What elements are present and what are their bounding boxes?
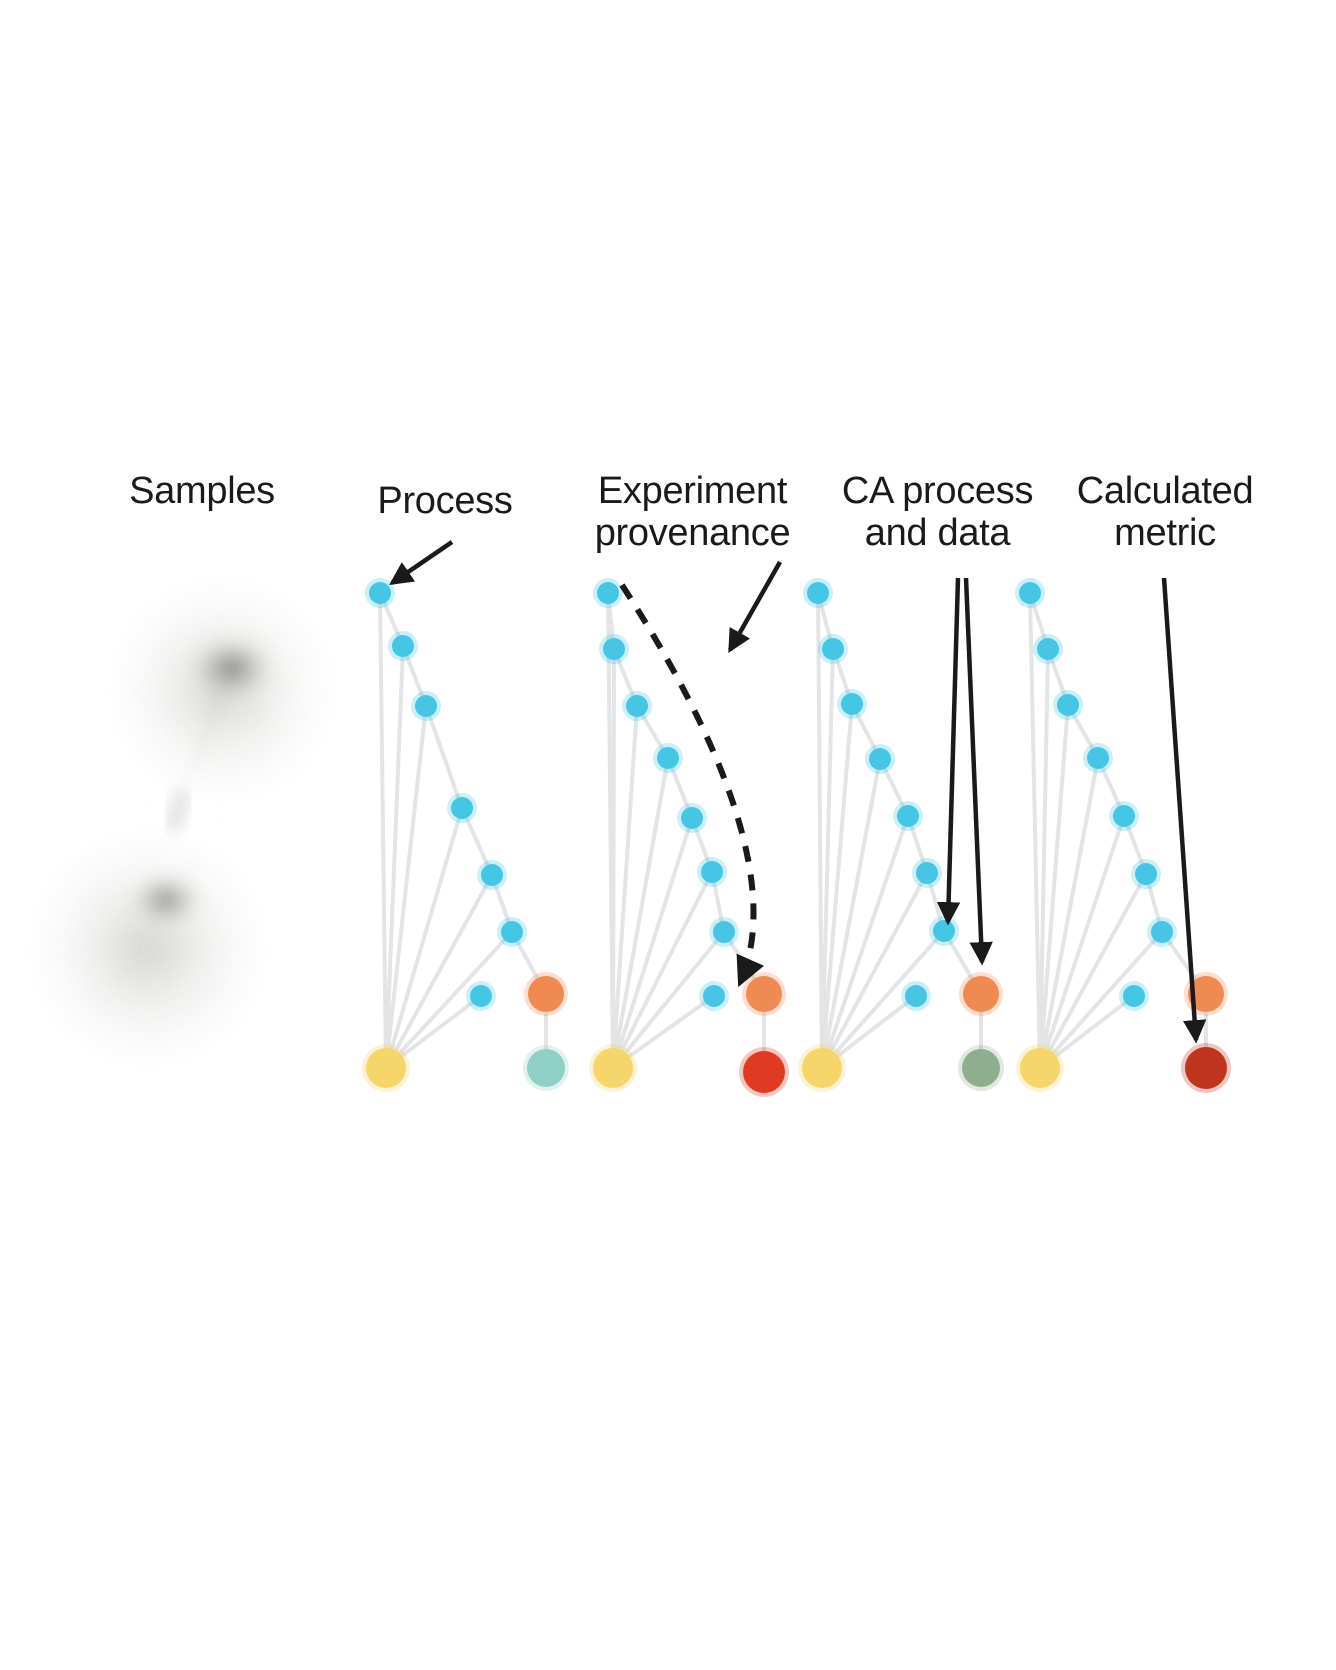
graph-edge [1038,647,1050,1070]
graph-nodes [362,578,1231,1097]
graph-edge [1038,703,1070,1070]
graph-node[interactable] [415,695,437,717]
graph-node[interactable] [597,582,619,604]
graph-edge [820,702,854,1070]
graph-node[interactable] [963,976,999,1012]
graph-node[interactable] [1113,805,1135,827]
graph-edge [820,929,946,1070]
graph-edge [611,704,639,1070]
graph-node[interactable] [528,976,564,1012]
graph-node[interactable] [703,985,725,1007]
graph-edge [460,806,494,877]
graph-edge [1038,872,1148,1070]
graph-edges [378,591,1208,1074]
graph-edge [384,644,405,1070]
graph-node[interactable] [841,693,863,715]
graph-node[interactable] [369,582,391,604]
graph-node[interactable] [746,976,782,1012]
graph-node[interactable] [1037,638,1059,660]
graph-node[interactable] [481,864,503,886]
graph-node[interactable] [626,695,648,717]
graph-edge [611,994,716,1070]
graph-node[interactable] [713,921,735,943]
graph-node[interactable] [822,638,844,660]
label-ca-process-and-data: CA process and data [841,470,1034,554]
label-process: Process [377,480,513,522]
graph-edge [384,873,494,1070]
graph-edge [384,704,428,1070]
graph-edge [611,930,726,1070]
graph-edge [820,814,910,1070]
graph-node[interactable] [743,1051,785,1093]
blob-bottom [16,816,280,1080]
process-arrow-icon [389,540,454,585]
blob-top [98,566,346,814]
graph-edge [816,591,824,1070]
graph-edge [820,871,929,1070]
graph-edge [384,930,514,1070]
graph-node[interactable] [916,862,938,884]
ca-arrow-1-icon [936,577,961,926]
graph-node[interactable] [802,1048,842,1088]
experiment-arrow-solid-icon [728,560,782,654]
graph-edge [1038,814,1126,1070]
label-experiment-provenance: Experiment provenance [594,470,791,554]
graph-node[interactable] [1020,1048,1060,1088]
graph-node[interactable] [527,1049,565,1087]
graph-edge [611,756,670,1070]
graph-edge [611,647,616,1070]
graph-node[interactable] [1151,921,1173,943]
graph-edge [820,757,882,1070]
graph-node[interactable] [1188,976,1224,1012]
graph-edge [1038,930,1164,1070]
graph-node[interactable] [701,861,723,883]
graph-node[interactable] [1135,863,1157,885]
graph-node[interactable] [1185,1047,1227,1089]
graph-edge [1038,756,1100,1070]
graph-node[interactable] [807,582,829,604]
graph-node[interactable] [1087,747,1109,769]
graph-node[interactable] [451,797,473,819]
graph-node[interactable] [962,1049,1000,1087]
graph-node[interactable] [501,921,523,943]
graph-node[interactable] [1019,582,1041,604]
graph-node[interactable] [869,748,891,770]
label-samples: Samples [129,470,275,512]
graph-edge [384,806,464,1070]
graph-edge [611,816,694,1070]
graph-node[interactable] [1123,985,1145,1007]
graph-node[interactable] [933,920,955,942]
graph-node[interactable] [470,985,492,1007]
ca-arrow-2-icon [963,577,993,966]
graph-node[interactable] [897,805,919,827]
graph-node[interactable] [593,1048,633,1088]
graph-edge [611,870,714,1070]
label-calculated-metric: Calculated metric [1076,470,1254,554]
graph-edge [378,591,388,1070]
graph-node[interactable] [1057,694,1079,716]
metric-arrow-icon [1161,577,1207,1044]
graph-node[interactable] [681,807,703,829]
experiment-arrow-dashed-icon [619,583,765,988]
graph-edge [820,647,835,1070]
graph-node[interactable] [657,747,679,769]
annotation-arrows [389,540,1207,1044]
graph-node[interactable] [392,635,414,657]
graph-edge [424,704,464,810]
graph-node[interactable] [366,1048,406,1088]
graph-node[interactable] [905,985,927,1007]
graph-node[interactable] [603,638,625,660]
graph-edge [1028,591,1042,1070]
